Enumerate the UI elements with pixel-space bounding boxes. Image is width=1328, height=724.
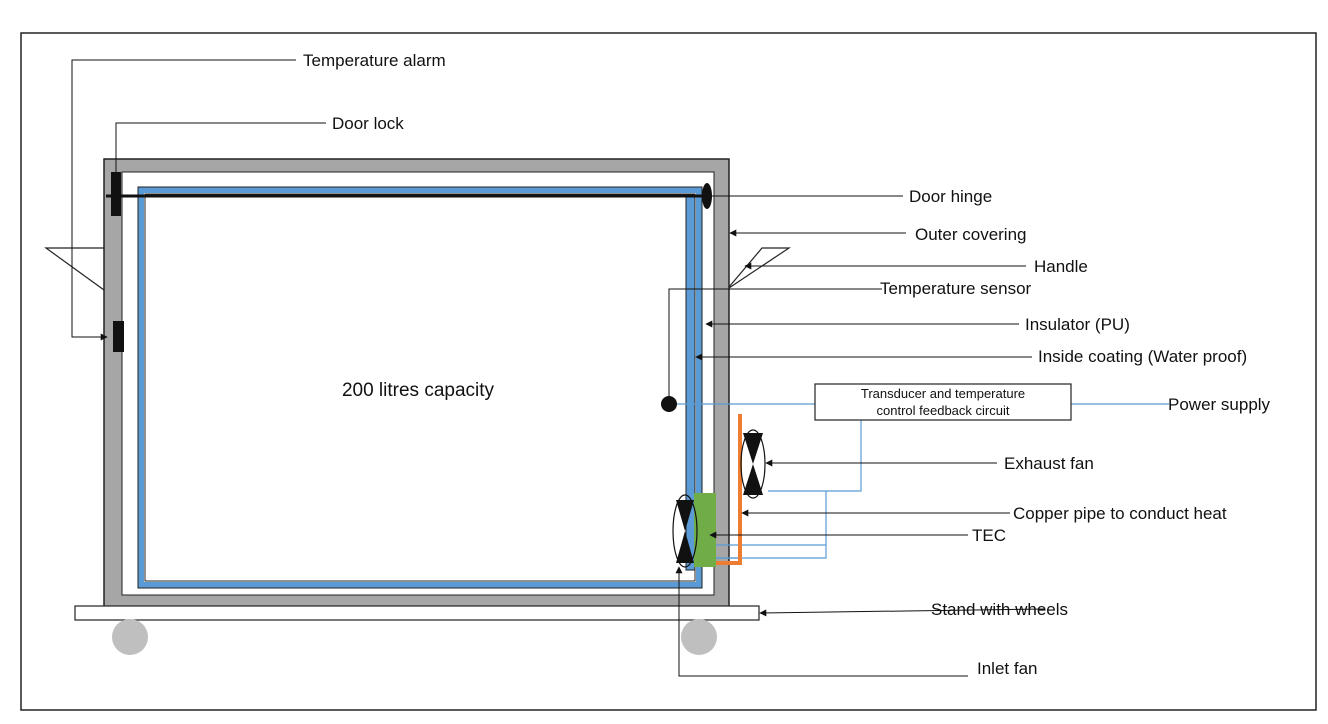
capacity-label: 200 litres capacity [342,380,495,401]
inlet-fan-icon [672,494,698,568]
label-door-hinge: Door hinge [909,187,992,206]
right-handle [728,247,791,289]
inner-cavity [144,193,696,582]
exhaust-fan-icon [740,429,766,499]
inside-coating-shape [138,187,702,588]
label-insulator: Insulator (PU) [1025,315,1130,334]
circuit-box-line2: control feedback circuit [877,403,1010,418]
label-inlet-fan: Inlet fan [977,659,1038,678]
label-temperature-alarm: Temperature alarm [303,51,446,70]
label-inside-coating: Inside coating (Water proof) [1038,347,1247,366]
coating-outline [137,186,703,589]
stand-shape [74,605,760,621]
tec-shape [694,493,716,567]
label-tec: TEC [972,526,1006,545]
figure-frame [20,32,1317,711]
label-door-lock: Door lock [332,114,404,133]
label-outer-covering: Outer covering [915,225,1027,244]
label-exhaust-fan: Exhaust fan [1004,454,1094,473]
left-handle [44,247,105,291]
wheel-left [112,619,148,655]
label-power-supply: Power supply [1168,395,1271,414]
temperature-alarm-shape [113,321,124,352]
label-stand: Stand with wheels [931,600,1068,619]
circuit-box-line1: Transducer and temperature [861,386,1025,401]
sensor-leader [668,288,882,404]
label-copper-pipe: Copper pipe to conduct heat [1013,504,1227,523]
label-handle: Handle [1034,257,1088,276]
wheel-right [681,619,717,655]
circuit-box [814,383,1072,421]
door-lock-shape [111,172,121,216]
leader-lines [71,59,1046,677]
label-temperature-sensor: Temperature sensor [880,279,1032,298]
temperature-sensor-shape [661,396,677,412]
copper-pipe-shape [716,414,742,565]
wiring [677,403,1169,559]
